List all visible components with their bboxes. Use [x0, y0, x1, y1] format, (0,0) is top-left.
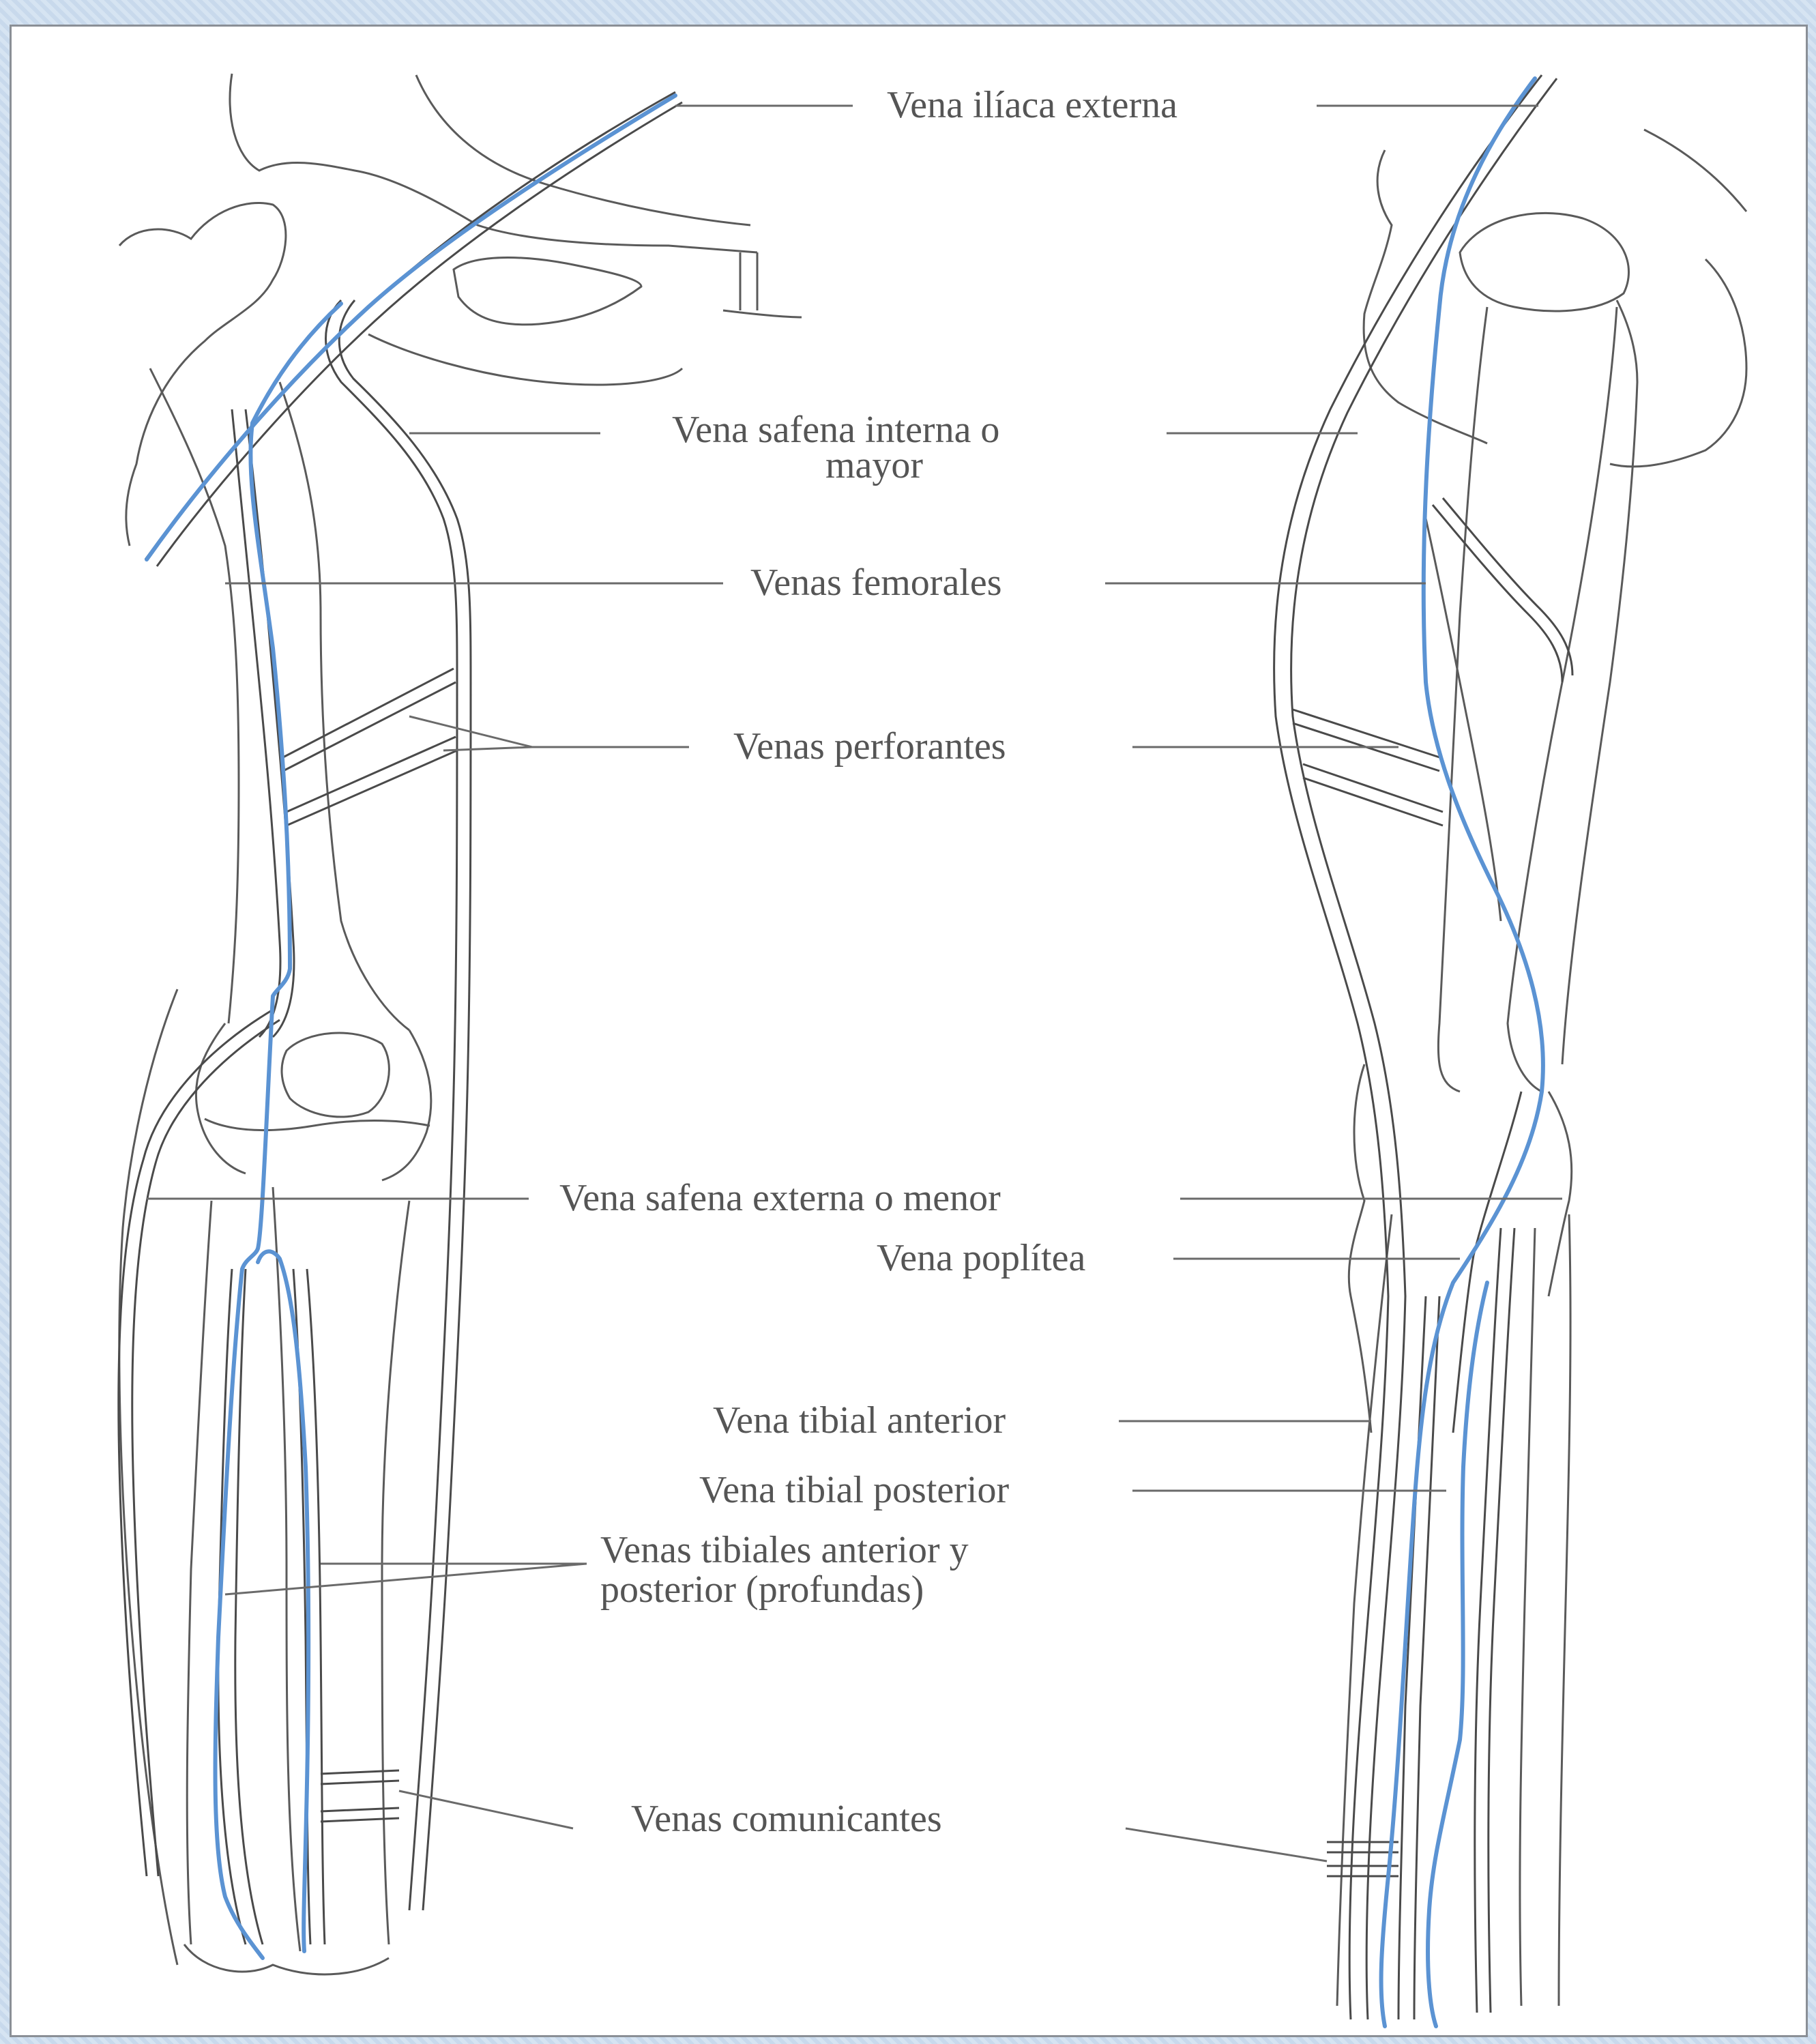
right-femoral-head [1460, 213, 1629, 311]
left-perforator-lower [287, 737, 457, 826]
right-fibula [1520, 1228, 1535, 2006]
label-tibiales-line1: Venas tibiales anterior y [600, 1529, 969, 1571]
left-tibial-deep-b [235, 1269, 263, 1944]
left-obturator-foramen [454, 258, 641, 325]
left-femur-medial [280, 382, 409, 1030]
right-pelvis-outline [1610, 130, 1746, 467]
right-perforator-upper [1293, 710, 1439, 771]
leader-perforantes-left [409, 716, 689, 750]
right-great-saphenous-wall-b [1291, 78, 1557, 2019]
left-hip-joint-lower [368, 334, 682, 385]
left-ankle [184, 1944, 389, 1974]
left-small-saphenous-wall-a [119, 1010, 273, 1876]
right-calf-back [1559, 1214, 1570, 2006]
right-popliteal-wall [1453, 1092, 1521, 1433]
left-small-saphenous-wall-b [132, 1020, 280, 1876]
left-hip-outline [119, 203, 286, 546]
left-femur-lateral [150, 368, 239, 1023]
label-perforantes: Venas perforantes [733, 725, 1006, 768]
left-pubic-symphysis [723, 252, 802, 317]
label-tibiales-line2: posterior (profundas) [600, 1568, 924, 1611]
left-leg-anatomy [119, 74, 802, 1974]
label-safena-interna-line2: mayor [825, 444, 923, 486]
right-muscle-line [1426, 519, 1501, 921]
left-knee-medial [382, 1030, 431, 1180]
left-perforator-upper [283, 669, 456, 771]
leader-comunicantes-left [399, 1791, 573, 1828]
label-safena-externa: Vena safena externa o menor [559, 1177, 1001, 1219]
left-patella [282, 1033, 389, 1117]
right-leg-veins [1274, 75, 1572, 2019]
leader-comunicantes-right [1126, 1828, 1327, 1861]
right-perforator-lower [1303, 764, 1443, 826]
right-knee-back [1549, 1092, 1572, 1296]
right-thigh-back [1562, 300, 1637, 1064]
left-great-saphenous-wall-a [326, 300, 458, 1910]
label-femorales: Venas femorales [750, 561, 1002, 604]
right-tibia-front [1337, 1214, 1392, 2006]
label-tibial-posterior: Vena tibial posterior [699, 1469, 1009, 1511]
right-knee-front [1349, 1064, 1371, 1433]
label-tibial-anterior: Vena tibial anterior [713, 1399, 1006, 1442]
label-iliaca-externa: Vena ilíaca externa [887, 84, 1177, 126]
left-leg-contour-outer [119, 989, 177, 1965]
leader-tibiales [225, 1564, 587, 1594]
left-communicating-vein [321, 1770, 399, 1822]
right-femur-back [1508, 307, 1617, 1092]
left-trace-iliac [147, 96, 675, 559]
left-tibia-medial [382, 1201, 409, 1944]
left-tibial-plateau [205, 1119, 430, 1130]
labels: Vena ilíaca externa Vena safena interna … [559, 84, 1177, 1840]
left-iliac-vein-wall-b [157, 102, 682, 566]
left-tibia-lateral [187, 1201, 211, 1944]
right-great-saphenous-wall-a [1274, 75, 1542, 2019]
right-small-saphenous [1475, 1228, 1514, 2013]
label-comunicantes: Venas comunicantes [631, 1798, 942, 1840]
left-great-saphenous-wall-b [339, 300, 471, 1910]
left-trace-loop [258, 1251, 308, 1951]
left-leg-veins [119, 92, 682, 1944]
label-poplitea: Vena poplítea [877, 1237, 1085, 1279]
left-highlight-traces [147, 96, 675, 1958]
